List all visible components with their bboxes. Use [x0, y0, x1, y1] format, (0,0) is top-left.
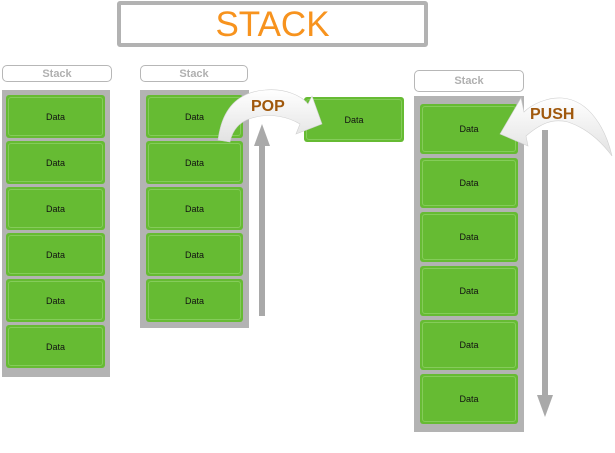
- stack-3-cell: Data: [420, 158, 518, 208]
- stack-3-cell: Data: [420, 320, 518, 370]
- cell-text: Data: [459, 394, 479, 404]
- cell-text: Data: [184, 249, 204, 260]
- stack-3-cell: Data: [420, 104, 518, 154]
- stack-1-cell: Data: [6, 95, 105, 138]
- cell-text: Data: [184, 295, 204, 306]
- stack-2-cell: Data: [146, 187, 243, 230]
- stack-1-label: Stack: [2, 65, 112, 82]
- cell-text: Data: [184, 111, 204, 122]
- pop-label: POP: [251, 98, 285, 115]
- cell-text: Data: [344, 114, 364, 125]
- page-title: STACK: [215, 4, 330, 44]
- cell-text: Data: [459, 232, 479, 242]
- stack-3-cell: Data: [420, 212, 518, 262]
- cell-text: Data: [459, 124, 479, 134]
- cell-text: Data: [45, 341, 65, 352]
- cell-text: Data: [459, 340, 479, 350]
- stack-1-cell: Data: [6, 233, 105, 276]
- stack-2-cell: Data: [146, 141, 243, 184]
- stack-1-cell: Data: [6, 187, 105, 230]
- title-box: STACK: [117, 1, 428, 47]
- pop-arrow-head: [254, 124, 270, 146]
- stack-1-cell: Data: [6, 325, 105, 368]
- stack-3-cell: Data: [420, 374, 518, 424]
- stack-1-cell: Data: [6, 141, 105, 184]
- push-label: PUSH: [530, 106, 575, 123]
- cell-text: Data: [459, 286, 479, 296]
- push-arrow-head: [537, 395, 553, 417]
- push-arrow-shaft: [542, 130, 548, 400]
- stack-2-label: Stack: [140, 65, 248, 82]
- cell-text: Data: [459, 178, 479, 188]
- cell-text: Data: [45, 295, 65, 306]
- push-curved-arrow: [499, 97, 613, 157]
- pop-up-arrow: [254, 124, 270, 316]
- pop-curved-arrow: [217, 89, 323, 143]
- push-down-arrow: [537, 130, 553, 417]
- stack-2-cell: Data: [146, 233, 243, 276]
- stack-3-cell: Data: [420, 266, 518, 316]
- cell-text: Data: [45, 203, 65, 214]
- cell-text: Data: [45, 111, 65, 122]
- stack-3-label: Stack: [414, 70, 524, 92]
- stack-1-cell: Data: [6, 279, 105, 322]
- cell-text: Data: [184, 203, 204, 214]
- cell-text: Data: [45, 249, 65, 260]
- pop-arrow-shaft: [259, 140, 265, 316]
- cell-text: Data: [184, 157, 204, 168]
- cell-text: Data: [45, 157, 65, 168]
- stack-2-cell: Data: [146, 279, 243, 322]
